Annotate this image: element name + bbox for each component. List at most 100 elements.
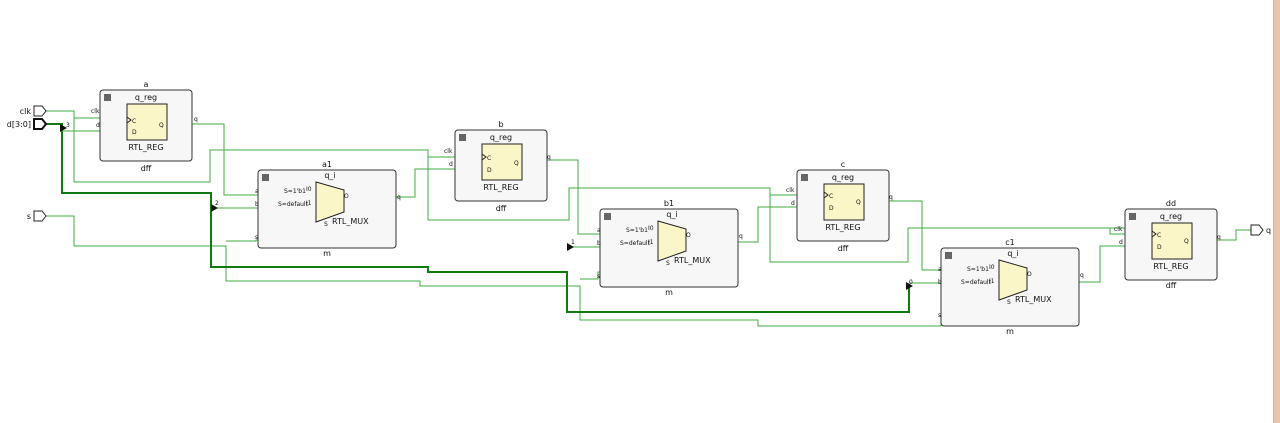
mux-c1-cond1: S=default [961, 279, 992, 286]
vertical-scrollbar[interactable] [1273, 0, 1280, 423]
register-c-module: dff [838, 244, 849, 253]
mux-a1-pin-o: O [344, 193, 349, 200]
register-c[interactable]: c q_reg C D Q RTL_REG clk d q dff [786, 160, 893, 253]
register-a-out: q [194, 116, 198, 123]
register-c-cell-label: q_reg [832, 173, 854, 182]
mux-a1-type: RTL_MUX [332, 217, 369, 226]
cell-icon [801, 174, 808, 181]
port-clk[interactable]: clk [20, 105, 47, 117]
mux-c1-pin-s: S [1007, 299, 1011, 306]
mux-a1-cond1: S=default [278, 201, 309, 208]
port-q-label: q [1266, 226, 1271, 235]
mux-c1-in-s: s [938, 312, 941, 319]
register-a-in-clk: clk [91, 108, 100, 115]
register-c-inst-label: c [841, 160, 845, 169]
mux-c1-module: m [1006, 327, 1014, 336]
register-a-type: RTL_REG [128, 143, 163, 152]
mux-b1-cond0: S=1'b1 [626, 227, 648, 234]
register-a-pin-q: Q [159, 122, 164, 129]
register-b-out: q [547, 154, 551, 161]
mux-a1[interactable]: a1 q_i S=1'b1 I0 S=default I1 O S RTL_MU… [255, 160, 401, 258]
mux-b1-inst-label: b1 [664, 199, 674, 208]
register-c-pin-d: D [829, 205, 834, 212]
register-b-in-clk: clk [444, 148, 453, 155]
register-c-out: q [889, 194, 893, 201]
port-d-label: d[3:0] [7, 120, 31, 129]
cell-icon [104, 94, 111, 101]
mux-c1-type: RTL_MUX [1015, 295, 1052, 304]
port-d[interactable]: d[3:0] [7, 118, 48, 130]
register-c-in-d: d [791, 200, 795, 207]
mux-c1-in-a: a [938, 266, 942, 273]
bus-tap-0-label: 0 [909, 279, 913, 286]
register-dd-in-d: d [1119, 239, 1123, 246]
register-dd-inst-label: dd [1166, 199, 1176, 208]
register-dd-pin-q: Q [1184, 238, 1189, 245]
mux-c1-cell-label: q_i [1007, 249, 1018, 258]
mux-c1-pin-o: O [1027, 271, 1032, 278]
register-b-pin-c: C [487, 155, 491, 162]
register-b-module: dff [496, 204, 507, 213]
mux-c1-out: q [1080, 272, 1084, 279]
mux-c1-inst-label: c1 [1005, 238, 1015, 247]
mux-a1-inst-label: a1 [322, 160, 332, 169]
mux-a1-module: m [323, 249, 331, 258]
mux-b1-pin-i1: I1 [648, 239, 654, 246]
mux-b1-cell-label: q_i [666, 210, 677, 219]
register-a-inst-label: a [144, 80, 149, 89]
mux-b1-in-a: a [597, 227, 601, 234]
register-a[interactable]: a q_reg C D Q RTL_REG clk d q dff [91, 80, 198, 173]
register-dd-pin-d: D [1157, 244, 1162, 251]
mux-b1[interactable]: b1 q_i S=1'b1 I0 S=default I1 O S RTL_MU… [597, 199, 743, 297]
mux-b1-pin-o: O [686, 232, 691, 239]
register-c-in-clk: clk [786, 187, 795, 194]
mux-b1-pin-i0: I0 [648, 225, 654, 232]
bus-tap-1-label: 1 [571, 239, 575, 246]
register-b-type: RTL_REG [483, 183, 518, 192]
port-clk-label: clk [20, 107, 32, 116]
mux-b1-pin-s: S [666, 260, 670, 267]
bus-tap-3 [60, 124, 67, 132]
mux-c1[interactable]: c1 q_i S=1'b1 I0 S=default I1 O S RTL_MU… [938, 238, 1084, 336]
register-a-module: dff [141, 164, 152, 173]
mux-a1-pin-s: S [324, 221, 328, 228]
bus-tap-1 [567, 243, 574, 251]
register-c-pin-q: Q [856, 199, 861, 206]
register-b[interactable]: b q_reg C D Q RTL_REG clk d q dff [444, 120, 551, 213]
register-c-pin-c: C [829, 193, 833, 200]
mux-c1-pin-i1: I1 [989, 278, 995, 285]
register-a-pin-c: C [132, 118, 136, 125]
register-b-pin-d: D [487, 167, 492, 174]
mux-a1-in-b: b [255, 201, 259, 208]
bus-tap-2-label: 2 [215, 200, 219, 207]
register-c-type: RTL_REG [825, 223, 860, 232]
mux-b1-in-b: b [597, 240, 601, 247]
mux-a1-in-a: a [255, 188, 259, 195]
register-dd-type: RTL_REG [1153, 262, 1188, 271]
mux-c1-in-b: b [938, 279, 942, 286]
register-b-pin-q: Q [514, 160, 519, 167]
register-dd-out: q [1217, 234, 1221, 241]
mux-b1-out: q [739, 233, 743, 240]
register-dd-module: dff [1166, 281, 1177, 290]
port-s-label: s [27, 212, 31, 221]
register-dd[interactable]: dd q_reg C D Q RTL_REG clk d q dff [1114, 199, 1221, 290]
bus-tap-0 [906, 282, 913, 290]
cell-icon [604, 213, 611, 220]
register-b-cell-label: q_reg [490, 133, 512, 142]
register-dd-cell-label: q_reg [1160, 212, 1182, 221]
mux-a1-cell-label: q_i [324, 171, 335, 180]
port-s[interactable]: s [27, 210, 47, 222]
register-a-in-d: d [96, 122, 100, 129]
port-q[interactable]: q [1250, 224, 1271, 236]
bus-taps: 3 2 1 0 [60, 122, 913, 290]
mux-c1-pin-i0: I0 [989, 264, 995, 271]
cell-icon [262, 174, 269, 181]
mux-a1-pin-i1: I1 [306, 200, 312, 207]
register-b-in-d: d [449, 161, 453, 168]
mux-a1-out: q [397, 194, 401, 201]
mux-a1-cond0: S=1'b1 [284, 188, 306, 195]
mux-c1-cond0: S=1'b1 [967, 266, 989, 273]
mux-a1-pin-i0: I0 [306, 186, 312, 193]
